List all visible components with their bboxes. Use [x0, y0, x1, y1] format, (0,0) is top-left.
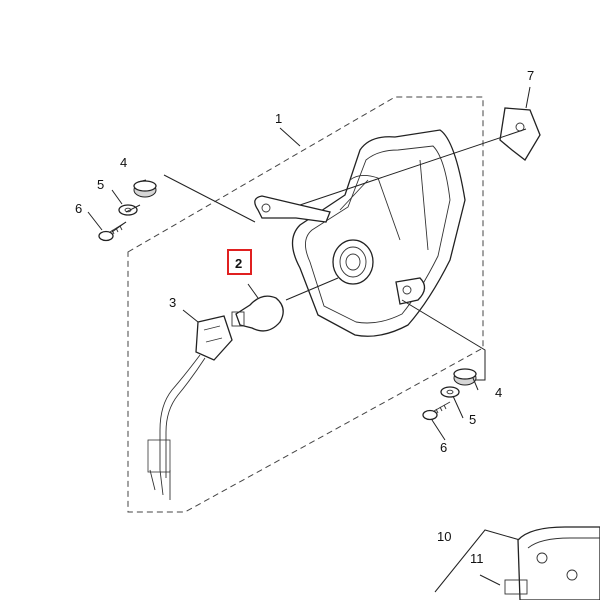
- screw-right[interactable]: [422, 401, 451, 421]
- callout-2[interactable]: 2: [235, 256, 242, 271]
- callout-5-right: 5: [469, 412, 476, 427]
- washer-left[interactable]: [118, 204, 138, 216]
- callout-4-right: 4: [495, 385, 502, 400]
- callout-6-right: 6: [440, 440, 447, 455]
- callout-7: 7: [527, 68, 534, 83]
- mounting-bracket[interactable]: [499, 107, 541, 161]
- bulb[interactable]: [231, 295, 284, 332]
- callout-4-left: 4: [120, 155, 127, 170]
- callout-10: 10: [437, 529, 451, 544]
- callout-2-highlight: [227, 249, 252, 275]
- callout-1: 1: [275, 111, 282, 126]
- callout-leaders: [87, 86, 531, 593]
- washer-right[interactable]: [440, 386, 460, 398]
- callout-3: 3: [169, 295, 176, 310]
- headlight-housing[interactable]: [254, 129, 466, 337]
- grommet-left[interactable]: [133, 180, 157, 198]
- assembly-boundary: [127, 96, 484, 513]
- grommet-right[interactable]: [453, 368, 477, 386]
- screw-left[interactable]: [98, 221, 127, 242]
- leader-lines: [111, 128, 527, 381]
- callout-11: 11: [470, 551, 484, 566]
- callout-6-left: 6: [75, 201, 82, 216]
- secondary-lamp[interactable]: [504, 526, 600, 600]
- callout-5-left: 5: [97, 177, 104, 192]
- socket-harness[interactable]: [147, 315, 233, 500]
